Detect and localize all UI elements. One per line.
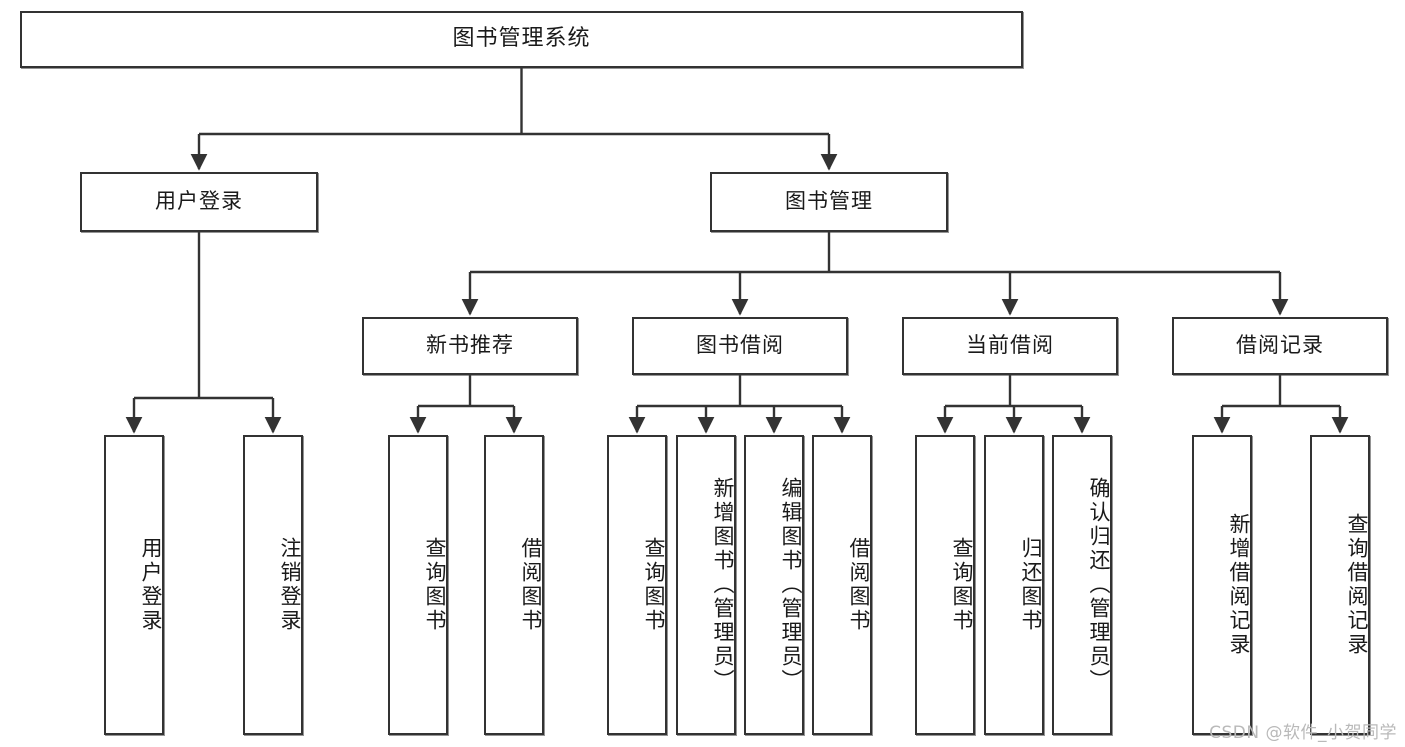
node-leaf-add-borrow-record[interactable]: 新增借阅记录 — [1192, 435, 1252, 735]
node-leaf-confirm-return-admin-label: 确认归还（管理员） — [1087, 477, 1111, 693]
node-leaf-edit-book-admin-label: 编辑图书（管理员） — [779, 477, 803, 693]
node-leaf-query-borrow-record[interactable]: 查询借阅记录 — [1310, 435, 1370, 735]
node-level3-current-borrow[interactable]: 当前借阅 — [902, 317, 1118, 375]
node-root-label: 图书管理系统 — [452, 26, 591, 52]
watermark-text: CSDN @软件_小贺同学 — [1209, 723, 1397, 743]
node-leaf-user-login[interactable]: 用户登录 — [104, 435, 164, 735]
node-leaf-query-book-recommend[interactable]: 查询图书 — [388, 435, 448, 735]
node-leaf-query-book-current-label: 查询图书 — [950, 537, 974, 633]
node-leaf-add-book-admin[interactable]: 新增图书（管理员） — [676, 435, 736, 735]
node-leaf-user-login-label: 用户登录 — [139, 537, 163, 633]
node-root[interactable]: 图书管理系统 — [20, 11, 1023, 68]
node-leaf-query-book-borrow[interactable]: 查询图书 — [607, 435, 667, 735]
node-level3-book-borrow-label: 图书借阅 — [696, 333, 784, 358]
node-leaf-return-book-label: 归还图书 — [1019, 537, 1043, 633]
node-level3-borrow-record-label: 借阅记录 — [1236, 333, 1324, 358]
node-leaf-logout-label: 注销登录 — [278, 537, 302, 633]
node-leaf-borrow-book-recommend-label: 借阅图书 — [519, 537, 543, 633]
node-leaf-borrow-book[interactable]: 借阅图书 — [812, 435, 872, 735]
node-level2-user-login[interactable]: 用户登录 — [80, 172, 318, 232]
node-leaf-query-book-current[interactable]: 查询图书 — [915, 435, 975, 735]
node-leaf-confirm-return-admin[interactable]: 确认归还（管理员） — [1052, 435, 1112, 735]
node-level2-book-management[interactable]: 图书管理 — [710, 172, 948, 232]
node-level2-user-login-label: 用户登录 — [155, 189, 243, 214]
node-level3-borrow-record[interactable]: 借阅记录 — [1172, 317, 1388, 375]
node-leaf-return-book[interactable]: 归还图书 — [984, 435, 1044, 735]
node-leaf-borrow-book-label: 借阅图书 — [847, 537, 871, 633]
node-level3-current-borrow-label: 当前借阅 — [966, 333, 1054, 358]
node-leaf-edit-book-admin[interactable]: 编辑图书（管理员） — [744, 435, 804, 735]
node-leaf-add-borrow-record-label: 新增借阅记录 — [1227, 513, 1251, 657]
node-level2-book-management-label: 图书管理 — [785, 189, 873, 214]
node-leaf-logout[interactable]: 注销登录 — [243, 435, 303, 735]
node-leaf-query-book-borrow-label: 查询图书 — [642, 537, 666, 633]
node-level3-book-borrow[interactable]: 图书借阅 — [632, 317, 848, 375]
node-leaf-query-book-recommend-label: 查询图书 — [423, 537, 447, 633]
node-leaf-add-book-admin-label: 新增图书（管理员） — [711, 477, 735, 693]
node-level3-new-book-recommend-label: 新书推荐 — [426, 333, 514, 358]
node-level3-new-book-recommend[interactable]: 新书推荐 — [362, 317, 578, 375]
node-leaf-query-borrow-record-label: 查询借阅记录 — [1345, 513, 1369, 657]
node-leaf-borrow-book-recommend[interactable]: 借阅图书 — [484, 435, 544, 735]
